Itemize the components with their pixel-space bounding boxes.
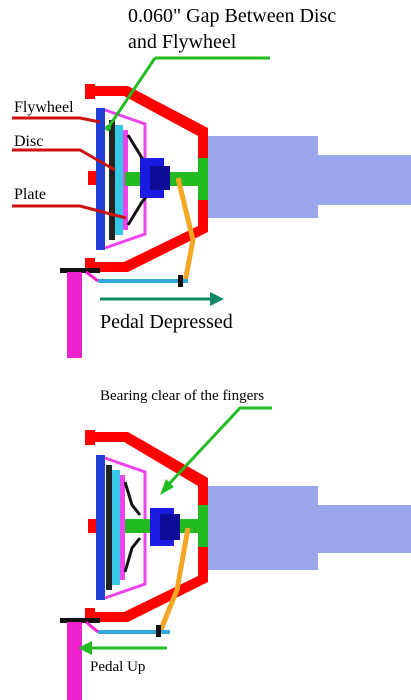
pedal-up-label: Pedal Up xyxy=(90,659,145,675)
crank-hub-2 xyxy=(88,519,98,533)
release-fork-2 xyxy=(157,527,191,633)
transmission-case xyxy=(208,136,318,218)
release-fork xyxy=(175,177,196,283)
clutch-disc-lining xyxy=(115,125,123,235)
diaphragm-fingers-lower-2 xyxy=(123,537,142,573)
housing-rim-bottom xyxy=(85,258,95,273)
gap-label-line1: 0.060" Gap Between Disc xyxy=(128,5,336,27)
up-arrow-head xyxy=(78,641,92,655)
gap-leader-dot xyxy=(105,125,111,131)
clutch-disc-lining-2 xyxy=(112,470,120,585)
flywheel-label: Flywheel xyxy=(14,99,74,116)
diaphragm-fingers-2 xyxy=(123,481,142,516)
bearing-label: Bearing clear of the fingers xyxy=(100,388,264,404)
bearing-leader xyxy=(166,406,272,487)
flywheel-leader xyxy=(12,116,101,124)
pedal-arm-2 xyxy=(67,622,82,700)
assembly-depressed: 0.060" Gap Between Disc and Flywheel Fly… xyxy=(12,5,411,358)
pedal-arm xyxy=(67,272,82,358)
rod-end xyxy=(178,275,183,287)
plate-ring-2 xyxy=(120,475,125,580)
housing-rim-top xyxy=(85,84,95,99)
linkage-rod xyxy=(98,279,188,283)
pedal-bracket xyxy=(60,268,100,273)
transmission-tail xyxy=(318,155,411,205)
bearing-collar xyxy=(150,166,170,190)
shaft-collar-2 xyxy=(198,505,208,547)
gap-label-line2: and Flywheel xyxy=(128,31,237,53)
pedal-depressed-label: Pedal Depressed xyxy=(100,311,233,333)
pedal-link xyxy=(85,270,99,283)
gap-leader xyxy=(106,57,157,129)
disc-label: Disc xyxy=(14,133,43,150)
flywheel xyxy=(96,108,105,250)
pedal-link-2 xyxy=(85,620,99,634)
clutch-disc xyxy=(109,120,115,240)
clutch-disc-2 xyxy=(106,465,112,590)
disc-leader xyxy=(12,148,116,172)
pedal-bracket-2 xyxy=(60,618,100,623)
plate-leader xyxy=(12,204,127,220)
housing-rim-bottom-2 xyxy=(85,608,95,623)
rod-end-2 xyxy=(156,625,161,637)
housing-rim-top-2 xyxy=(85,430,95,445)
transmission-tail-2 xyxy=(318,505,411,553)
transmission-case-2 xyxy=(208,486,318,570)
plate-label: Plate xyxy=(14,186,46,203)
assembly-up: Bearing clear of the fingers Pedal Up xyxy=(60,388,411,700)
crank-hub xyxy=(88,171,98,185)
depressed-arrow-head xyxy=(210,292,224,306)
flywheel-2 xyxy=(96,455,105,600)
bearing-leader-head xyxy=(160,479,174,495)
linkage-rod-2 xyxy=(98,630,170,634)
bearing-collar-2 xyxy=(160,514,180,540)
shaft-collar xyxy=(198,158,208,200)
